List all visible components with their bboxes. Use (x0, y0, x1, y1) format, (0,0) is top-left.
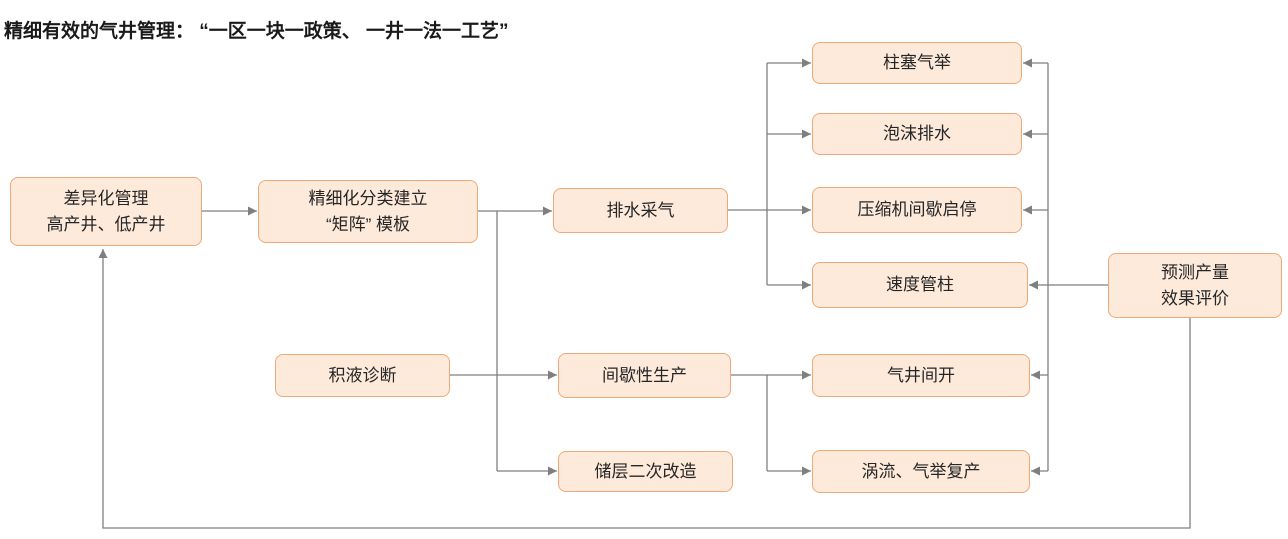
node-label: 压缩机间歇启停 (857, 200, 977, 220)
node-label: 柱塞气举 (883, 53, 951, 73)
intermittent-branch-arrows (731, 370, 811, 476)
node-label: “矩阵” 模板 (325, 214, 411, 234)
node-label: 效果评价 (1161, 288, 1229, 308)
node-liquid-diagnosis: 积液诊断 (275, 354, 450, 397)
node-label: 泡沫排水 (883, 124, 951, 144)
node-plunger-gas-lift: 柱塞气举 (812, 42, 1022, 84)
node-label: 积液诊断 (328, 365, 397, 385)
node-intermittent-production: 间歇性生产 (558, 353, 731, 398)
node-label: 排水采气 (606, 200, 675, 220)
node-foam-drainage: 泡沫排水 (812, 113, 1022, 155)
drainage-branch-arrows (728, 58, 811, 290)
node-predict-evaluate: 预测产量 效果评价 (1108, 253, 1282, 318)
node-matrix-template: 精细化分类建立 “矩阵” 模板 (258, 180, 478, 243)
node-label: 预测产量 (1161, 263, 1229, 282)
node-label: 高产井、低产井 (46, 214, 166, 234)
node-gas-well-intermittent-open: 气井间开 (812, 354, 1030, 397)
node-vortex-gaslift-resume: 涡流、气举复产 (812, 450, 1030, 493)
node-label: 储层二次改造 (594, 461, 697, 481)
node-label: 精细化分类建立 (308, 189, 428, 208)
node-label: 气井间开 (887, 365, 955, 385)
node-drainage-gas-recovery: 排水采气 (553, 188, 728, 233)
evaluation-feedback-arrows (98, 58, 1191, 529)
node-velocity-string: 速度管柱 (812, 262, 1028, 308)
diagram-title: 精细有效的气井管理： “一区一块一政策、 一井一法一工艺” (4, 21, 509, 42)
node-label: 间歇性生产 (602, 365, 687, 385)
node-differentiated-management: 差异化管理 高产井、低产井 (10, 177, 202, 246)
main-flow-arrows (202, 206, 557, 476)
node-label: 速度管柱 (886, 275, 954, 295)
node-label: 涡流、气举复产 (861, 461, 981, 481)
node-compressor-start-stop: 压缩机间歇启停 (812, 187, 1022, 233)
node-label: 差异化管理 (63, 189, 149, 208)
node-reservoir-restimulation: 储层二次改造 (558, 451, 733, 492)
